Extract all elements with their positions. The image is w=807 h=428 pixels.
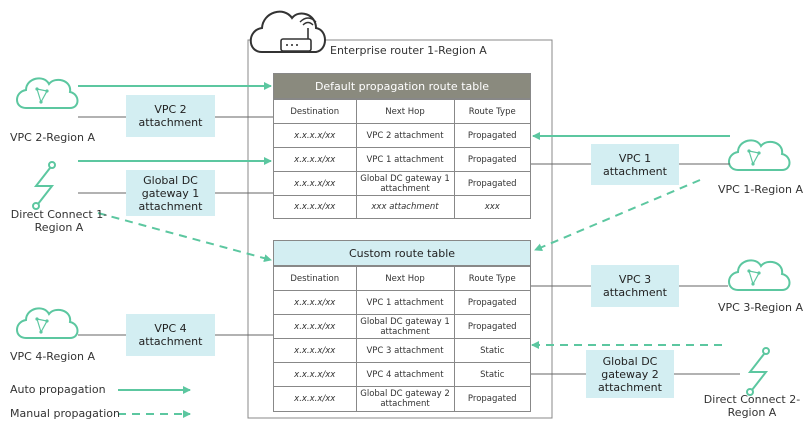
legend-auto-label: Auto propagation [10,383,106,396]
custom-table-title: Custom route table [274,241,530,266]
table-cell: VPC 4 attachment [355,362,455,387]
table-cell: Propagated [453,147,530,172]
table-cell: VPC 2 attachment [355,123,455,148]
router-title: Enterprise router 1-Region A [330,44,487,57]
dc2-label: Direct Connect 2-Region A [703,393,801,419]
table-cell: Global DC gateway 2 attachment [355,386,455,411]
attachment-lines [78,116,740,375]
default-route-table: Default propagation route table Destinat… [273,73,531,219]
dc1-label: Direct Connect 1-Region A [10,208,108,234]
table-cell: VPC 3 attachment [355,338,455,363]
table-cell: x.x.x.x/xx [274,362,357,387]
vpc3-attachment: VPC 3 attachment [591,265,679,307]
vpc3-cloud-icon [728,259,791,291]
table-cell: Propagated [453,171,530,196]
vpc2-cloud-icon [16,77,79,109]
vpc3-label: VPC 3-Region A [718,301,803,314]
custom-route-table: Custom route table Destination Next Hop … [273,240,531,412]
col-header: Route Type [453,266,530,291]
vpc1-cloud-icon [728,139,791,171]
enterprise-router-box [247,39,553,419]
default-table-title: Default propagation route table [274,74,530,99]
router-cloud-icon [249,10,326,53]
vpc4-cloud-icon [16,307,79,339]
vpc4-attachment: VPC 4 attachment [126,314,215,356]
table-cell: xxx attachment [355,195,455,218]
table-cell: VPC 1 attachment [355,147,455,172]
auto-propagation-arrows [78,82,730,165]
vpc4-label: VPC 4-Region A [10,350,95,363]
table-cell: Propagated [453,123,530,148]
table-cell: Propagated [453,314,530,339]
direct-connect-2-icon [746,347,770,396]
dc1-attachment: Global DC gateway 1 attachment [126,170,215,216]
table-cell: Static [453,338,530,363]
table-cell: x.x.x.x/xx [274,338,357,363]
table-cell: x.x.x.x/xx [274,123,357,148]
col-header: Next Hop [355,266,455,291]
table-cell: x.x.x.x/xx [274,195,357,218]
vpc1-attachment: VPC 1 attachment [591,144,679,185]
table-cell: x.x.x.x/xx [274,386,357,411]
col-header: Next Hop [355,99,455,124]
manual-propagation-arrows [97,179,722,349]
table-cell: Propagated [453,386,530,411]
table-cell: x.x.x.x/xx [274,314,357,339]
table-cell: x.x.x.x/xx [274,290,357,315]
table-cell: x.x.x.x/xx [274,147,357,172]
table-cell: xxx [453,195,530,218]
table-cell: Propagated [453,290,530,315]
dc2-attachment: Global DC gateway 2 attachment [586,350,674,398]
legend-manual-label: Manual propagation [10,407,120,420]
table-cell: Static [453,362,530,387]
table-cell: Global DC gateway 1 attachment [355,314,455,339]
vpc1-label: VPC 1-Region A [718,183,803,196]
col-header: Destination [274,99,357,124]
direct-connect-1-icon [32,161,56,210]
table-cell: Global DC gateway 1 attachment [355,171,455,196]
table-cell: x.x.x.x/xx [274,171,357,196]
col-header: Destination [274,266,357,291]
col-header: Route Type [453,99,530,124]
vpc2-label: VPC 2-Region A [10,131,95,144]
table-cell: VPC 1 attachment [355,290,455,315]
vpc2-attachment: VPC 2 attachment [126,95,215,137]
